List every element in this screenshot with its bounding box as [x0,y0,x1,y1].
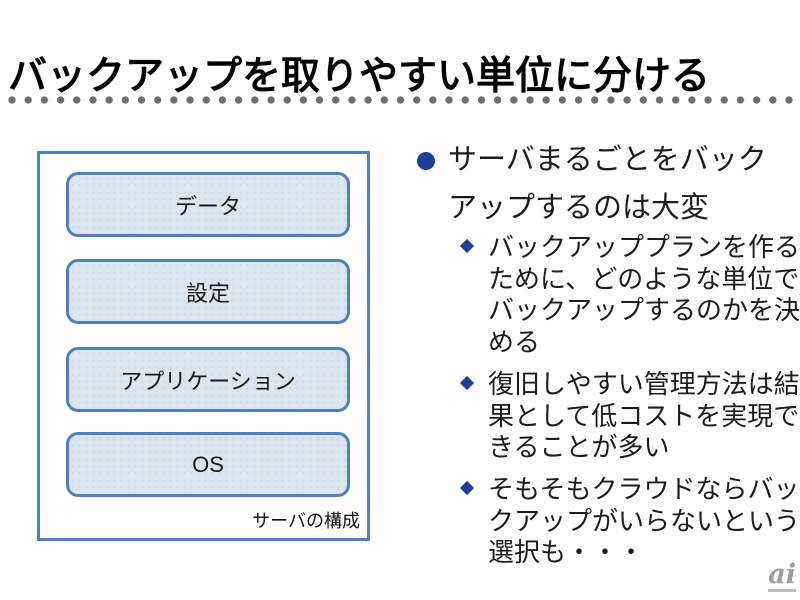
sub-bullet-text: バックアッププランを作る ために、どのような単位で バックアップするのかを決 め… [488,232,800,357]
watermark-logo: ai [768,561,796,592]
bullet-diamond-icon [459,375,475,391]
diagram-box-label: アプリケーション [120,368,296,394]
main-bullet-item: サーバまるごとをバック アップするのは大変 [417,137,788,232]
sub-bullet-text: そもそもクラウドならバッ クアップがいらないという 選択も・・・ [488,474,800,567]
sub-bullet-item: そもそもクラウドならバッ クアップがいらないという 選択も・・・ [459,474,800,569]
diagram-box-os: OS [66,432,350,497]
diagram-box-label: OS [192,451,224,477]
diagram-box-application: アプリケーション [66,347,350,412]
diagram-caption: サーバの構成 [252,511,360,531]
diagram-box-settings: 設定 [66,259,350,324]
bullet-diamond-icon [459,480,475,496]
diagram-box-label: データ [174,193,241,219]
watermark-logo-text: ai [768,559,796,590]
sub-bullet-item: バックアッププランを作る ために、どのような単位で バックアップするのかを決 め… [459,232,800,358]
slide-title: バックアップを取りやすい単位に分ける [8,55,711,99]
bullet-circle-icon [417,152,435,170]
bullet-diamond-icon [459,238,475,254]
server-diagram: データ 設定 アプリケーション OS サーバの構成 [37,151,370,541]
main-bullet-text: サーバまるごとをバック アップするのは大変 [448,144,767,224]
watermark-tagline-bar [768,589,796,592]
sub-bullet-text: 復旧しやすい管理方法は結 果として低コストを実現で きることが多い [488,369,800,462]
diagram-box-data: データ [66,172,350,237]
sub-bullet-item: 復旧しやすい管理方法は結 果として低コストを実現で きることが多い [459,369,800,464]
diagram-box-label: 設定 [185,280,230,306]
dotted-divider [8,96,798,104]
